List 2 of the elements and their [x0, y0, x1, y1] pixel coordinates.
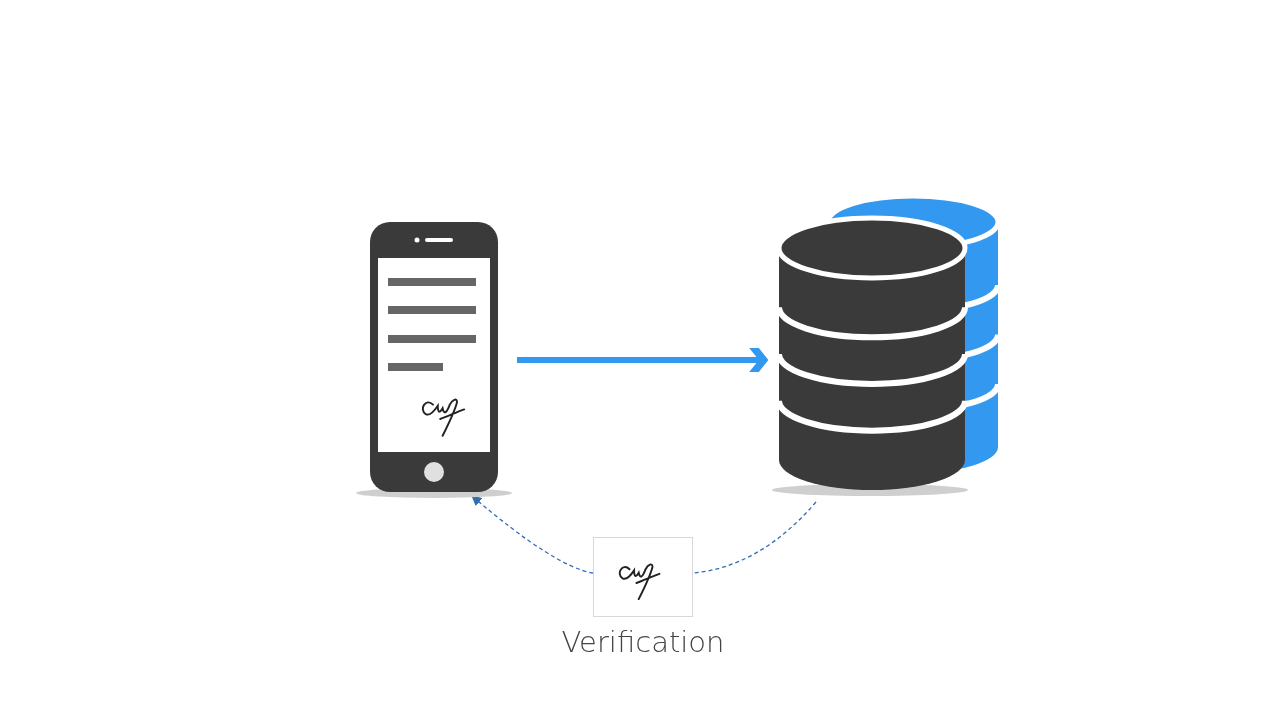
verification-label: Verification [560, 625, 726, 659]
dashed-arrow [471, 495, 594, 574]
